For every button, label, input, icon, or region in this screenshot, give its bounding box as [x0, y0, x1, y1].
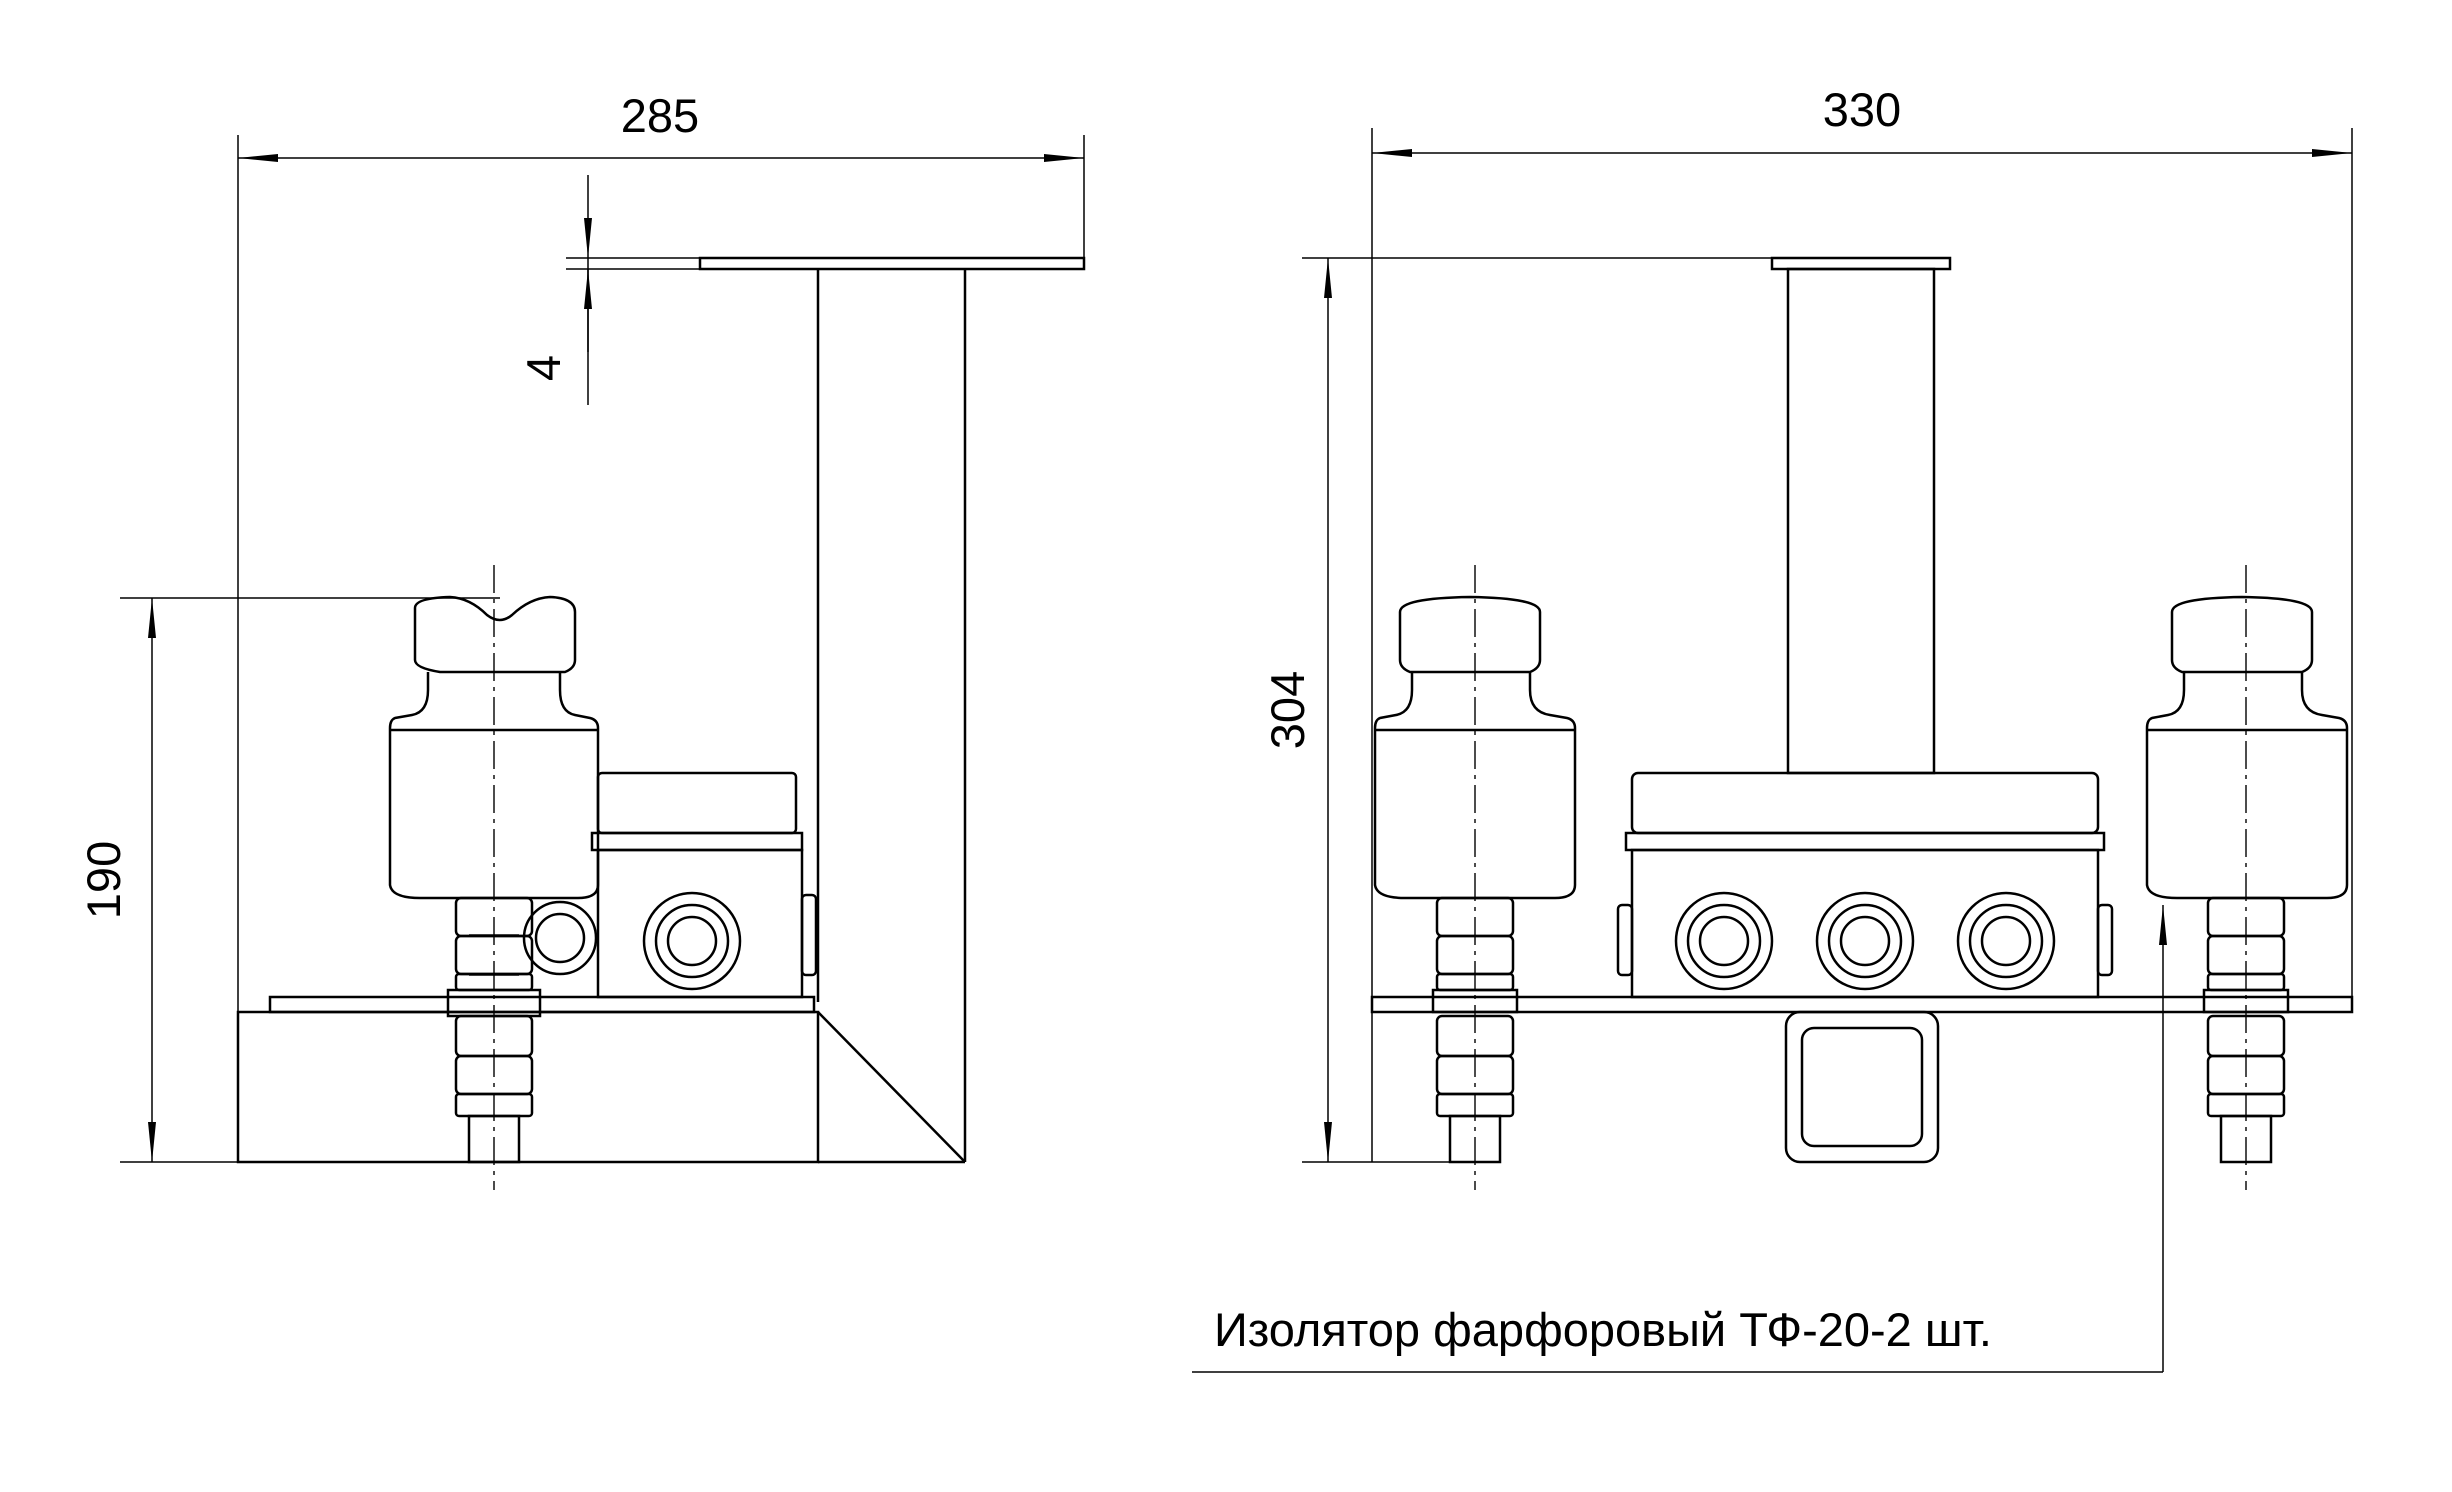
base-block: [236, 1010, 820, 1164]
dim-label-285: 285: [621, 89, 699, 142]
front-view: 330 304: [1192, 83, 2354, 1373]
top-plate-front: [1770, 256, 1952, 271]
dim-label-304: 304: [1261, 671, 1314, 749]
dim-label-330: 330: [1823, 83, 1901, 136]
post-front: [1786, 267, 1936, 775]
insulator-front-right: [2145, 565, 2349, 1190]
junction-box-front: [1630, 771, 2100, 835]
insulator-front-left: [1373, 565, 1577, 1190]
cable-glands-front: [1674, 891, 2056, 991]
dim-label-190: 190: [77, 841, 130, 919]
base-plate: [268, 995, 816, 1014]
dim-label-4: 4: [517, 355, 570, 381]
square-tube: [1784, 1010, 1940, 1164]
top-plate: [698, 256, 1086, 271]
side-view: 285 4: [77, 89, 1086, 1190]
callout-text: Изолятор фарфоровый ТФ-20-2 шт.: [1214, 1303, 1992, 1356]
